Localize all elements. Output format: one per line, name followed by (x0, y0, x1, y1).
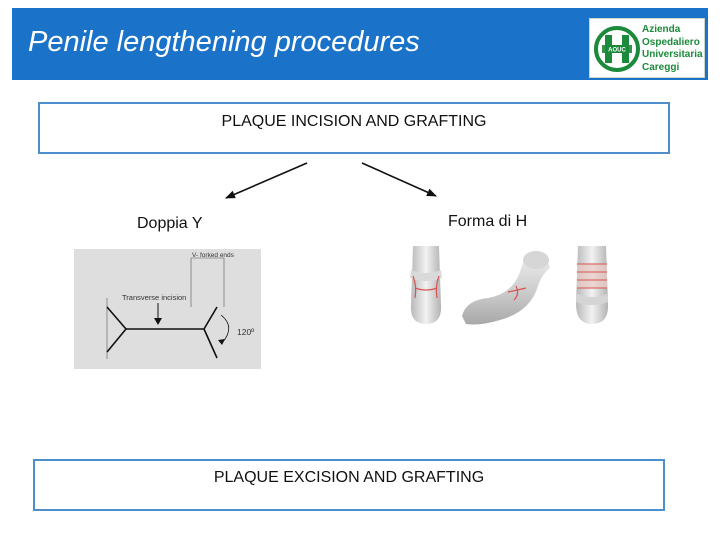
plaque-incision-box: PLAQUE INCISION AND GRAFTING (38, 102, 670, 154)
arrow-left (225, 162, 308, 199)
h-shape-figure-1 (410, 246, 442, 324)
h-shape-figure-2 (462, 251, 550, 325)
arrow-right (361, 162, 437, 197)
logo-line-2: Ospedaliero (642, 36, 700, 48)
hospital-logo-icon: AOUC (594, 26, 640, 72)
logo-text: Azienda Ospedaliero Universitaria Caregg… (642, 24, 704, 74)
logo-line-4: Careggi (642, 61, 680, 73)
forma-h-label: Forma di H (448, 213, 528, 230)
slide-title: Penile lengthening procedures (28, 26, 420, 58)
angle-label: 120º (237, 327, 254, 337)
logo-line-1: Azienda (642, 24, 681, 35)
transverse-incision-label: Transverse incision (122, 293, 186, 302)
h-shape-figure-3 (576, 246, 609, 324)
logo-line-3: Universitaria (642, 49, 703, 60)
title-bar: Penile lengthening procedures AOUC Azien… (12, 8, 708, 80)
hospital-logo: AOUC Azienda Ospedaliero Universitaria C… (589, 18, 705, 78)
doppia-y-diagram: V- forked ends Transverse incision 120º (74, 249, 261, 369)
doppia-y-label: Doppia Y (137, 215, 203, 232)
logo-mark-text: AOUC (608, 48, 626, 54)
plaque-excision-text: PLAQUE EXCISION AND GRAFTING (213, 469, 485, 486)
plaque-excision-box: PLAQUE EXCISION AND GRAFTING (33, 459, 665, 511)
plaque-incision-text: PLAQUE INCISION AND GRAFTING (221, 113, 487, 130)
forked-ends-label: V- forked ends (192, 252, 235, 259)
